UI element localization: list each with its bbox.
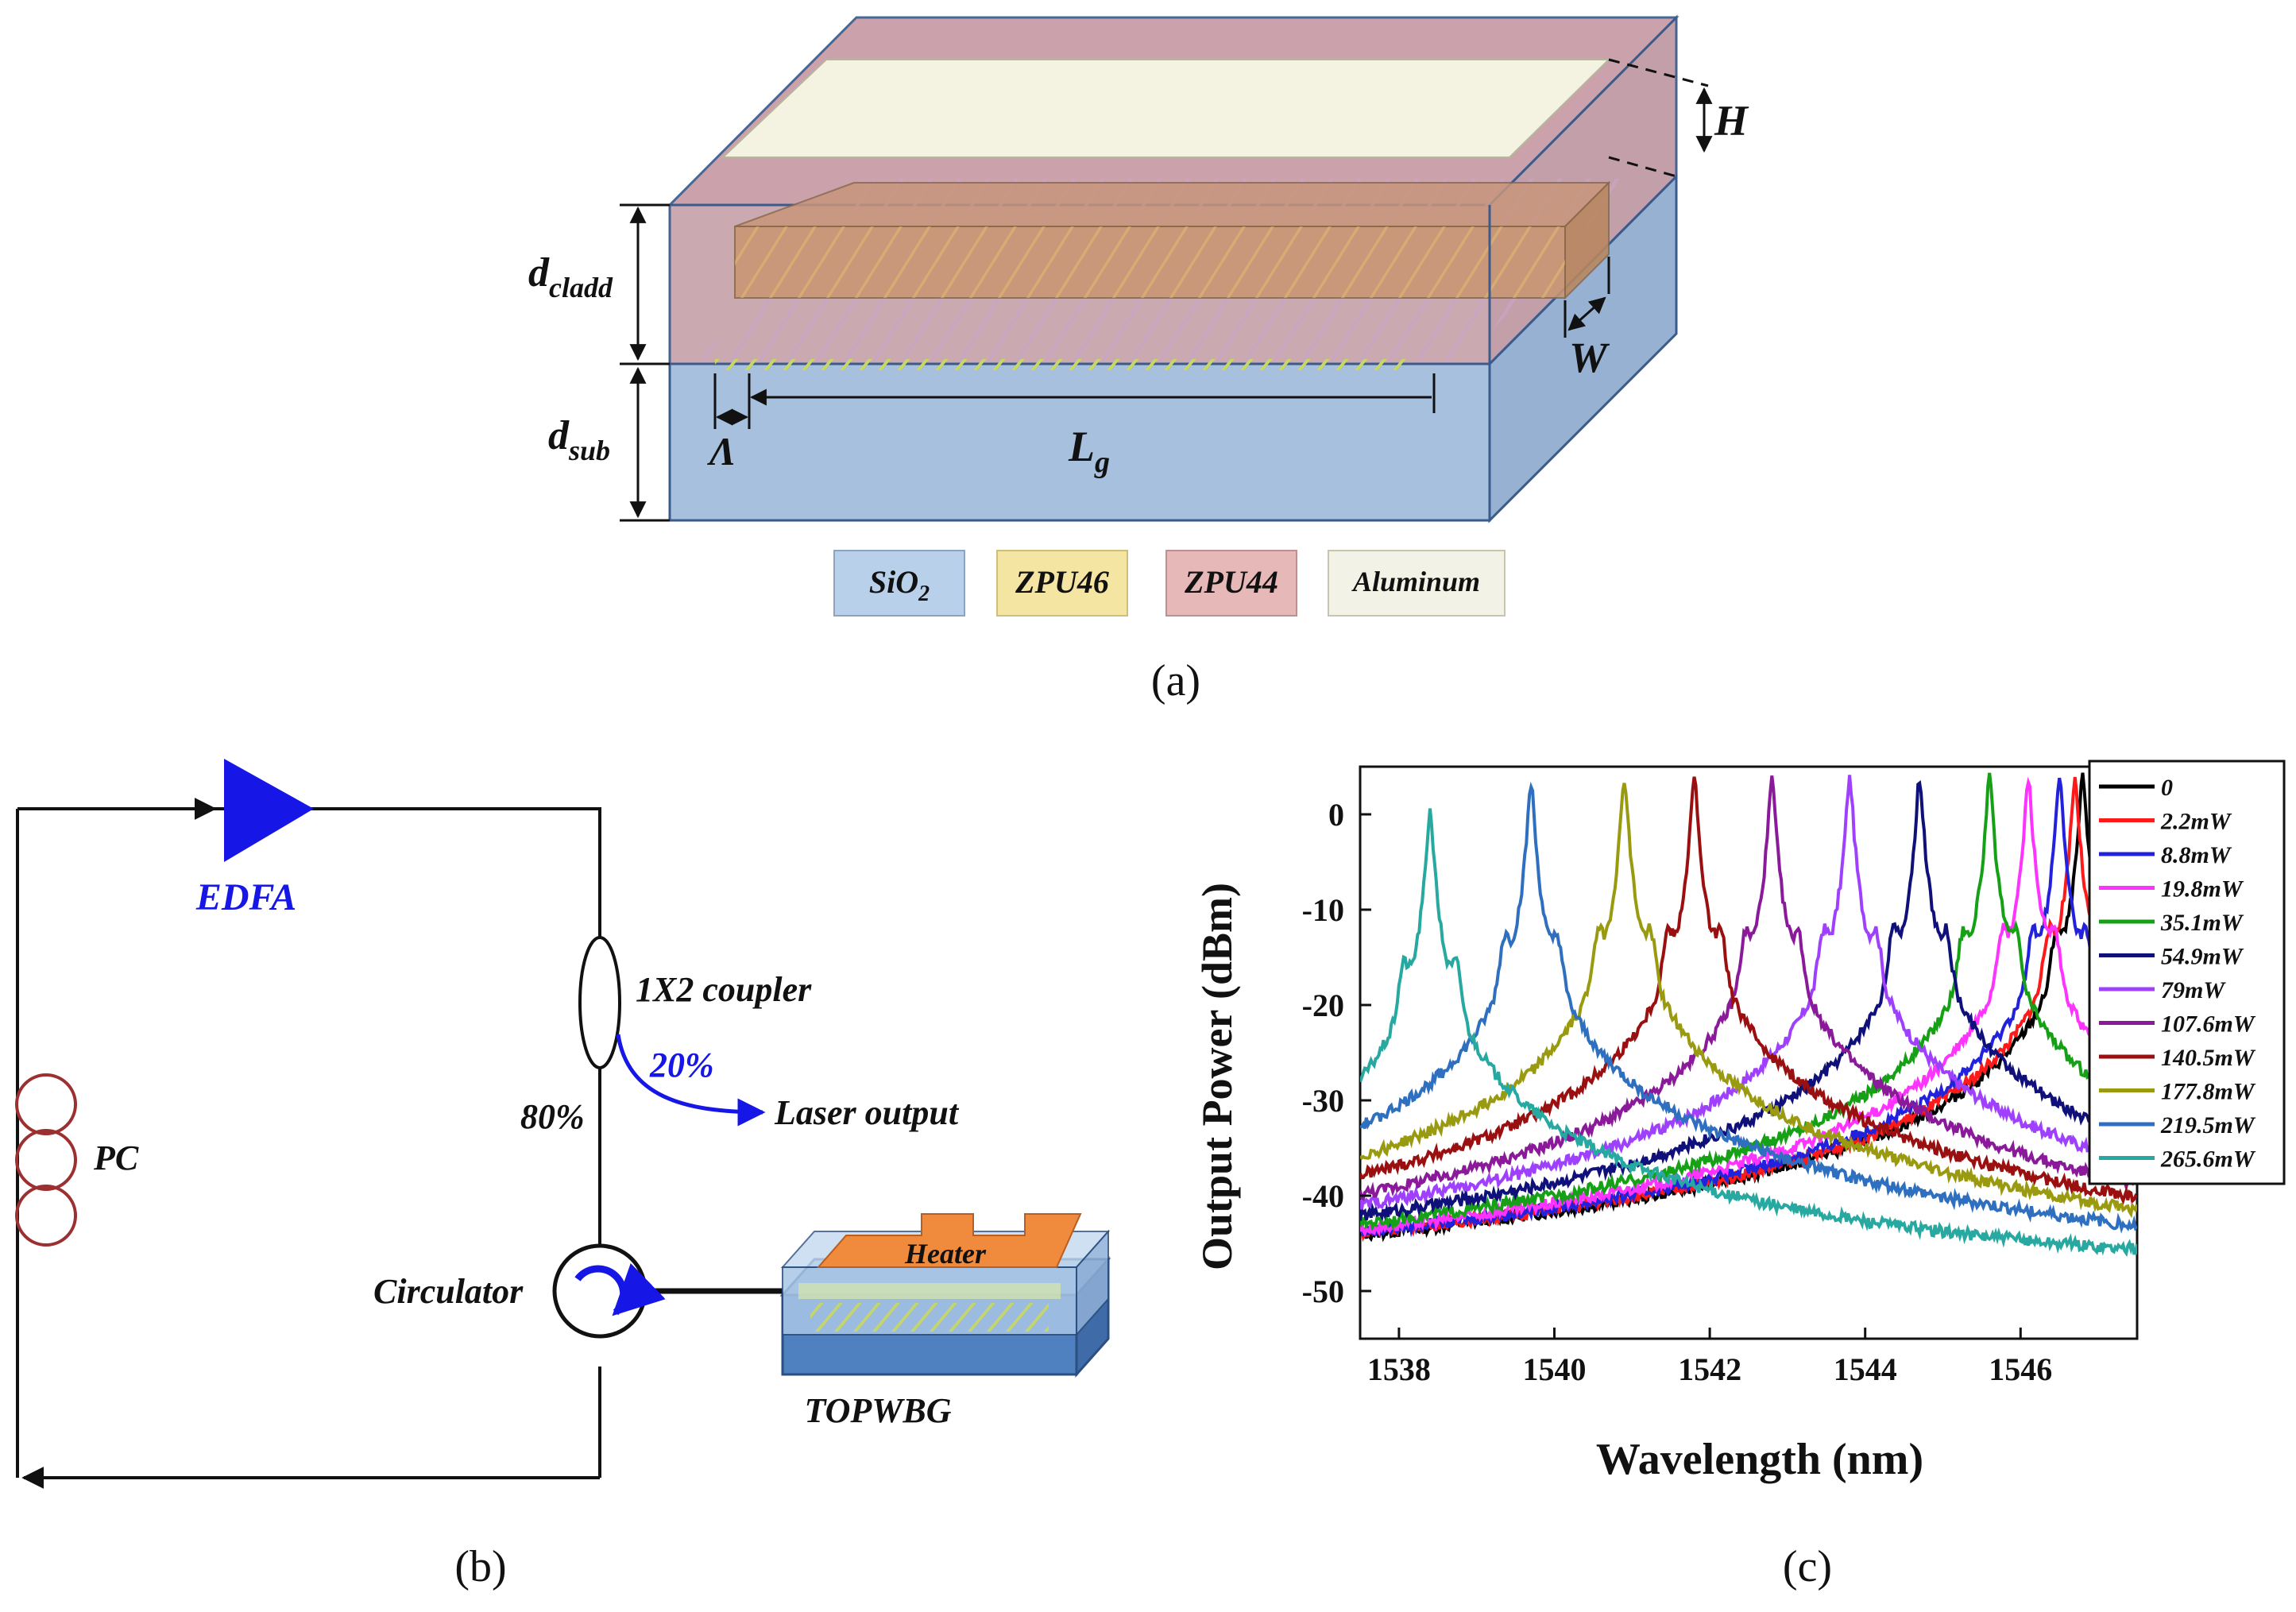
label-laser-output: Laser output: [774, 1093, 960, 1132]
legend-entry-label: 2.2mW: [2160, 809, 2232, 835]
label-lambda: Λ: [707, 429, 736, 474]
y-tick-label: -50: [1302, 1274, 1344, 1309]
heater-pad: [816, 1213, 1082, 1268]
legend-label-zpu46: ZPU46: [1015, 564, 1109, 600]
series-line-3: [1360, 776, 2137, 1238]
y-tick-label: -40: [1302, 1178, 1344, 1214]
label-d-sub: dsub: [548, 413, 610, 466]
y-tick-label: -30: [1302, 1083, 1344, 1119]
legend-label-zpu44: ZPU44: [1184, 564, 1278, 600]
circulator-icon: [552, 1243, 647, 1339]
core-top-face: [734, 182, 1611, 227]
x-tick-label: 1540: [1523, 1351, 1587, 1387]
legend-entry-label: 79mW: [2161, 977, 2226, 1003]
y-tick-label: 0: [1328, 797, 1344, 833]
legend-entry-label: 140.5mW: [2161, 1045, 2256, 1071]
legend-swatch-sio2: [833, 550, 965, 617]
y-tick-label: -10: [1302, 892, 1344, 928]
legend-entry-label: 54.9mW: [2161, 944, 2244, 970]
y-axis-title: Output Power (dBm): [1193, 883, 1241, 1270]
label-w: W: [1569, 334, 1610, 381]
series-line-5: [1360, 779, 2137, 1222]
fiber-loop: [224, 807, 601, 939]
legend-entry-label: 35.1mW: [2160, 910, 2244, 936]
legend-label-aluminum: Aluminum: [1351, 566, 1480, 597]
x-axis-title: Wavelength (nm): [1596, 1435, 1923, 1484]
series-line-6: [1360, 775, 2137, 1210]
series-line-4: [1360, 772, 2137, 1232]
y-tick-label: -20: [1302, 988, 1344, 1023]
series-line-10: [1360, 781, 2137, 1234]
label-topwbg: TOPWBG: [805, 1391, 952, 1430]
core-grating-lines: [735, 226, 1565, 298]
legend-entry-label: 219.5mW: [2160, 1112, 2256, 1138]
x-tick-label: 1538: [1367, 1351, 1431, 1387]
label-d-cladd: dcladd: [528, 250, 613, 303]
edfa-amplifier-icon: [224, 759, 314, 862]
label-h: H: [1714, 97, 1749, 145]
caption-b: (b): [454, 1542, 506, 1591]
series-line-7: [1360, 775, 2137, 1201]
caption-c: (c): [1783, 1542, 1832, 1591]
aluminum-heater-strip: [721, 59, 1611, 158]
series-line-9: [1360, 783, 2137, 1219]
series-line-2: [1360, 777, 2137, 1238]
grating-teeth: [715, 359, 1406, 370]
series-line-11: [1360, 808, 2137, 1258]
panel-a-waveguide-schematic: dcladd dsub Λ Lg H W SiO2 ZPU46 ZPU44: [528, 14, 1749, 705]
polarization-controller-icon: [15, 1073, 77, 1247]
series-line-8: [1360, 776, 2137, 1205]
legend-box: [2088, 760, 2286, 1185]
label-coupler: 1X2 coupler: [636, 970, 812, 1009]
legend-swatch-aluminum: [1328, 550, 1506, 617]
legend-entry-label: 0: [2161, 775, 2173, 801]
material-legend: SiO2 ZPU46 ZPU44 Aluminum: [833, 550, 1506, 617]
legend-entry-label: 177.8mW: [2161, 1079, 2256, 1105]
legend-entry-label: 19.8mW: [2161, 876, 2244, 903]
legend-entry-label: 8.8mW: [2161, 842, 2232, 868]
label-80-percent: 80%: [520, 1097, 585, 1136]
label-heater: Heater: [904, 1238, 987, 1270]
legend-entry-label: 265.6mW: [2160, 1146, 2256, 1173]
legend-swatch-zpu44: [1165, 550, 1297, 617]
panel-c-spectrum-chart: 1538 1540 1542 1544 1546 0 -10 -20 -30 -40 -50 0 2.…: [1193, 760, 2286, 1591]
output-arrow: [616, 1034, 766, 1127]
caption-a: (a): [1151, 656, 1200, 705]
coupler-icon: [578, 936, 621, 1069]
label-pc: PC: [93, 1138, 139, 1177]
x-tick-label: 1542: [1678, 1351, 1741, 1387]
x-tick-label: 1546: [1989, 1351, 2052, 1387]
label-lg: Lg: [1068, 423, 1110, 479]
legend-entry-label: 107.6mW: [2161, 1011, 2256, 1038]
legend-label-sio2: SiO2: [869, 564, 930, 606]
dim-line-w: [1567, 296, 1606, 331]
panel-b-laser-setup: EDFA 1X2 coupler 20% Laser output 80% PC…: [15, 759, 1111, 1591]
label-circulator: Circulator: [373, 1272, 524, 1311]
label-20-percent: 20%: [649, 1046, 714, 1084]
x-tick-label: 1544: [1834, 1351, 1897, 1387]
legend-swatch-zpu46: [996, 550, 1128, 617]
label-edfa: EDFA: [195, 876, 296, 918]
